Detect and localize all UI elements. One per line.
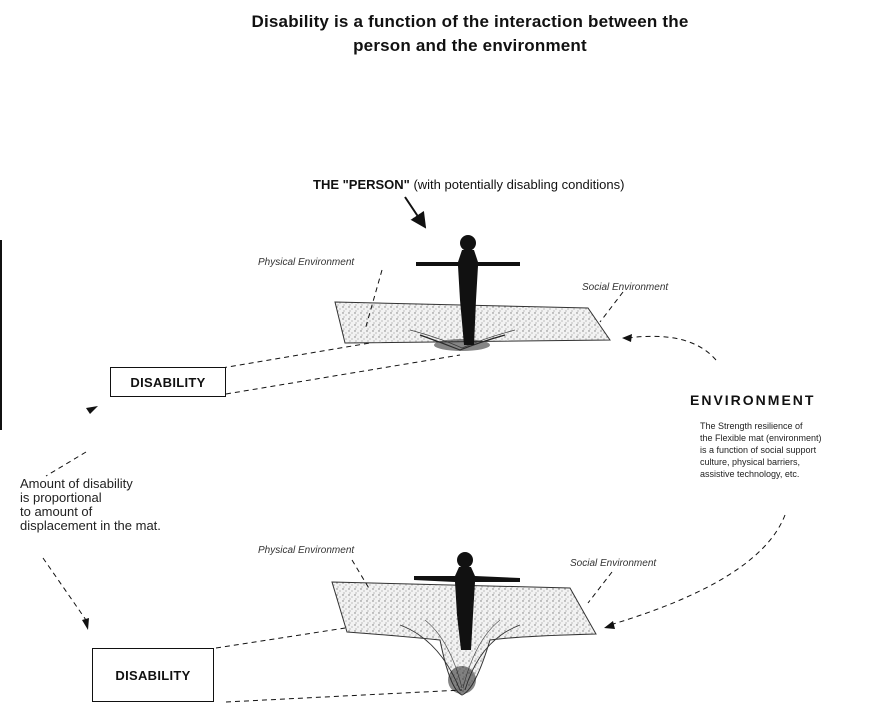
- top-social-leader: [599, 291, 624, 323]
- top-physical-leader: [364, 269, 383, 331]
- bottom-physical-environment-label: Physical Environment: [258, 545, 355, 556]
- env-to-bottom-mat-connector: [609, 514, 786, 626]
- person-label-rest: (with potentially disabling conditions): [409, 177, 625, 192]
- amount-line: displacement in the mat.: [20, 518, 161, 533]
- bottom-disability-connector-upper: [215, 627, 346, 649]
- bottom-person-figure: [414, 552, 520, 650]
- person-label-bold: THE "PERSON": [313, 177, 410, 192]
- top-disability-text: DISABILITY: [130, 374, 206, 390]
- top-physical-environment-label: Physical Environment: [258, 257, 355, 268]
- bottom-disability-box: DISABILITY: [92, 648, 214, 702]
- arrowhead-env-top: [622, 334, 632, 342]
- amount-line: Amount of disability: [20, 476, 133, 491]
- amount-of-disability-note: Amount of disability is proportional to …: [20, 477, 161, 533]
- person-label: THE "PERSON" (with potentially disabling…: [313, 177, 624, 192]
- environment-line: the Flexible mat (environment): [700, 433, 822, 443]
- amount-to-top-disability: [45, 451, 87, 477]
- diagram-title: Disability is a function of the interact…: [150, 10, 790, 58]
- bottom-physical-leader: [351, 559, 371, 591]
- bottom-social-leader: [587, 571, 613, 604]
- arrowhead-env-bottom: [604, 621, 615, 629]
- environment-line: culture, physical barriers,: [700, 457, 801, 467]
- environment-description: The Strength resilience of the Flexible …: [700, 420, 822, 480]
- env-to-top-mat-connector: [627, 335, 717, 361]
- arrowhead-bottom-disability: [82, 618, 89, 630]
- bottom-disability-text: DISABILITY: [115, 667, 191, 683]
- title-line-1: Disability is a function of the interact…: [251, 12, 689, 31]
- environment-line: The Strength resilience of: [700, 421, 803, 431]
- person-pointer-arrow: [404, 196, 427, 229]
- amount-line: to amount of: [20, 504, 93, 519]
- bottom-social-environment-label: Social Environment: [570, 558, 657, 569]
- bottom-disability-connector-lower: [225, 689, 463, 703]
- amount-line: is proportional: [20, 490, 102, 505]
- title-line-2: person and the environment: [353, 36, 587, 55]
- environment-title: ENVIRONMENT: [690, 392, 816, 408]
- top-person-figure: [416, 235, 520, 345]
- top-disability-connector-upper: [221, 342, 371, 369]
- arrowhead-top-disability: [86, 406, 98, 414]
- top-disability-box: DISABILITY: [110, 367, 226, 397]
- top-social-environment-label: Social Environment: [582, 282, 669, 293]
- environment-line: assistive technology, etc.: [700, 469, 800, 479]
- top-disability-connector-lower: [225, 354, 461, 395]
- amount-to-bottom-disability: [42, 557, 87, 621]
- environment-line: is a function of social support: [700, 445, 817, 455]
